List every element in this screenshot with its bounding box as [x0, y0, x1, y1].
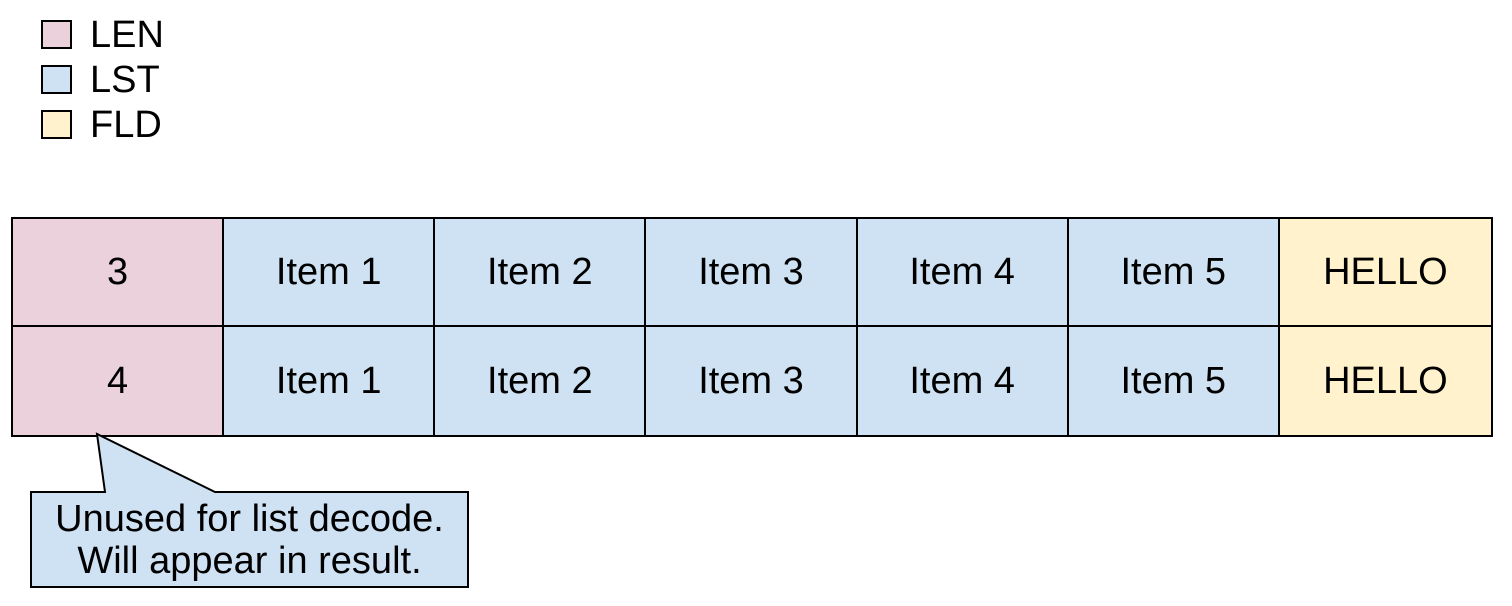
legend-item-lst: LST	[41, 57, 164, 102]
legend-label-fld: FLD	[90, 103, 162, 146]
callout-text: Unused for list decode. Will appear in r…	[31, 492, 468, 587]
table-cell-item2-row1: Item 2	[435, 219, 647, 327]
table-cell-item5-row2: Item 5	[1068, 327, 1280, 435]
table-cell-fld-row1: HELLO	[1279, 219, 1491, 327]
callout-bubble-shape	[30, 432, 469, 588]
table-cell-item3-row1: Item 3	[646, 219, 858, 327]
legend: LEN LST FLD	[41, 12, 164, 147]
table-cell-item3-row2: Item 3	[646, 327, 858, 435]
table-cell-item2-row2: Item 2	[435, 327, 647, 435]
legend-label-lst: LST	[90, 58, 160, 101]
callout-bubble	[30, 432, 469, 588]
legend-label-len: LEN	[90, 13, 164, 56]
legend-item-fld: FLD	[41, 102, 164, 147]
table-cell-len-row2: 4	[13, 327, 225, 435]
table-cell-item4-row2: Item 4	[857, 327, 1069, 435]
table-cell-item1-row2: Item 1	[224, 327, 436, 435]
callout-line-1: Unused for list decode.	[55, 497, 444, 540]
table-cell-item1-row1: Item 1	[224, 219, 436, 327]
table-cell-len-row1: 3	[13, 219, 225, 327]
legend-item-len: LEN	[41, 12, 164, 57]
fld-color-swatch	[41, 110, 72, 139]
table-cell-fld-row2: HELLO	[1279, 327, 1491, 435]
lst-color-swatch	[41, 65, 72, 94]
table-cell-item4-row1: Item 4	[857, 219, 1069, 327]
len-color-swatch	[41, 20, 72, 49]
callout-line-2: Will appear in result.	[77, 539, 422, 582]
table-cell-item5-row1: Item 5	[1068, 219, 1280, 327]
byte-layout-table: 3 Item 1 Item 2 Item 3 Item 4 Item 5 HEL…	[11, 217, 1493, 437]
